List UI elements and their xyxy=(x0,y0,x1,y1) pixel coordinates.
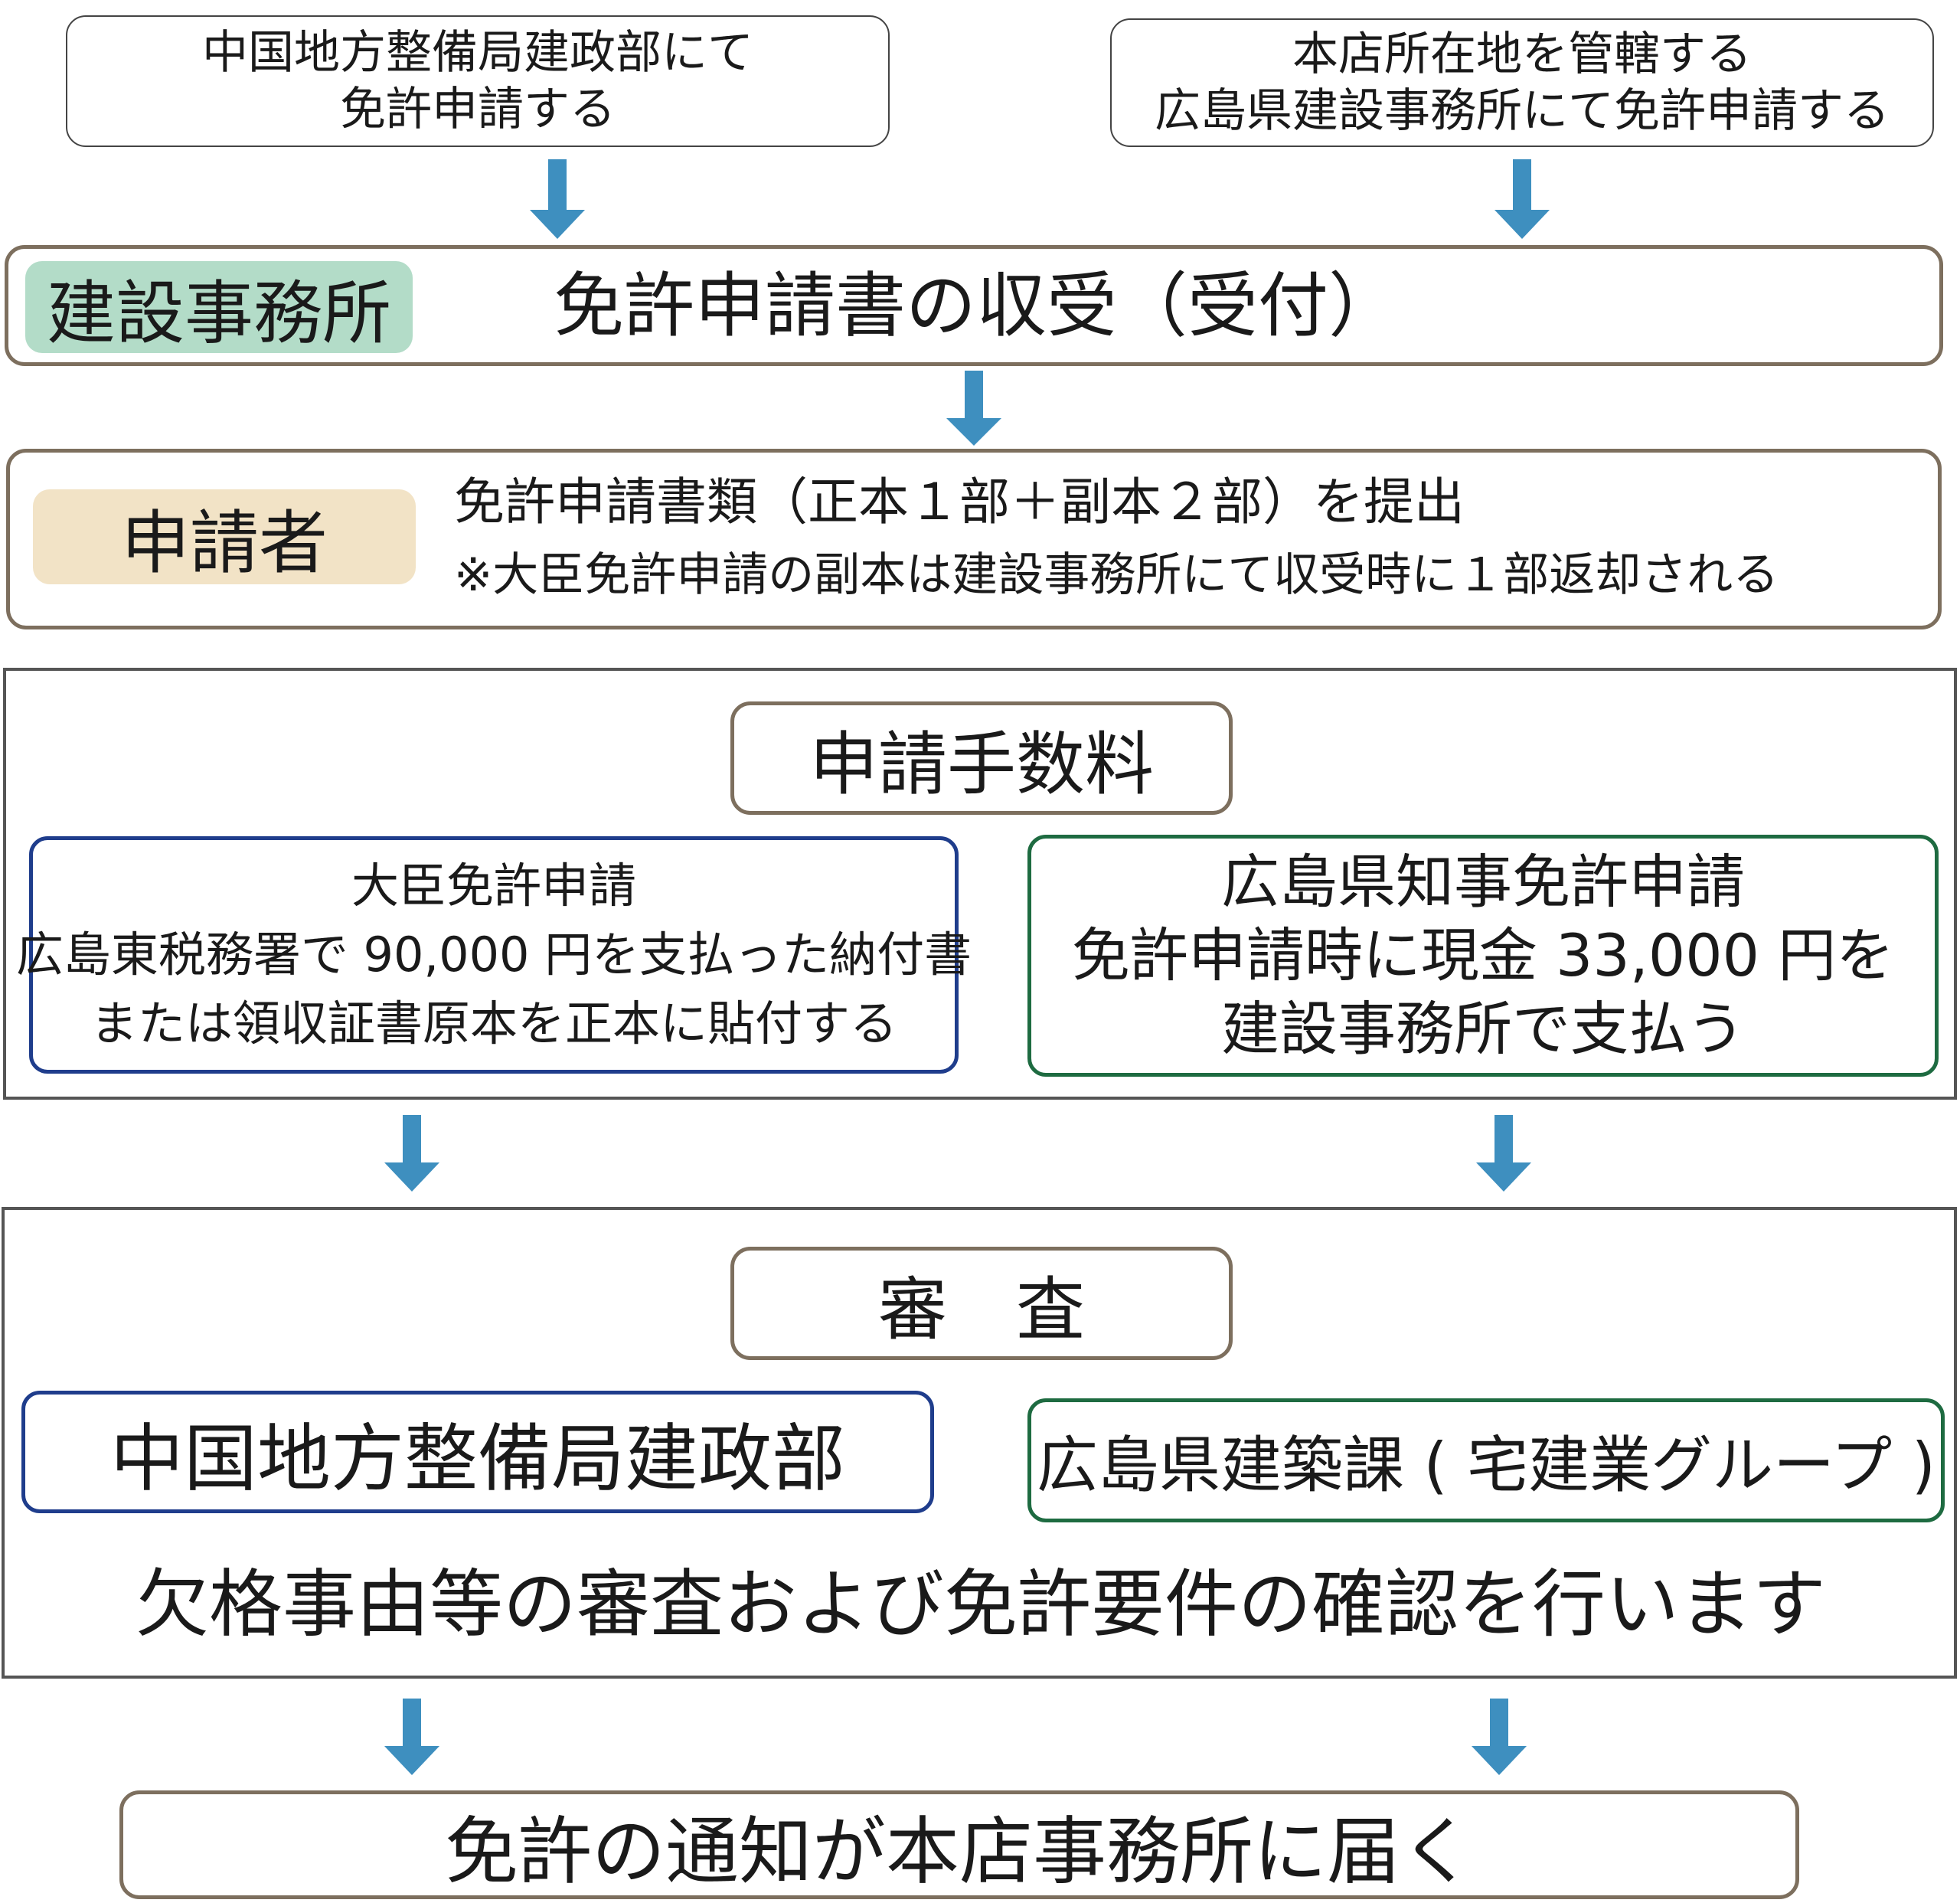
prefecture-application-line-2: 広島県建設事務所にて免許申請する xyxy=(1155,84,1890,138)
review-title-box: 審 査 xyxy=(730,1247,1233,1360)
down-arrow-icon xyxy=(530,159,585,239)
applicant-note-text: ※大臣免許申請の副本は建設事務所にて収受時に１部返却される xyxy=(454,548,1779,602)
fee-section: 申請手数料 大臣免許申請 広島東税務署で 90,000 円を支払った納付書 また… xyxy=(3,668,1957,1100)
governor-fee-line-1: 広島県知事免許申請 xyxy=(1221,848,1745,916)
construction-office-tag-label: 建設事務所 xyxy=(47,273,391,354)
national-application-line-2: 免許申請する xyxy=(340,83,616,136)
governor-fee-line-2: 免許申請時に現金 33,000 円を xyxy=(1071,921,1895,989)
applicant-tag: 申請者 xyxy=(33,489,416,584)
review-description: 欠格事由等の審査および免許要件の確認を行います xyxy=(136,1561,1826,1647)
fee-title: 申請手数料 xyxy=(809,724,1154,805)
prefecture-application-box: 本店所在地を管轄する 広島県建設事務所にて免許申請する xyxy=(1110,18,1934,147)
minister-fee-box: 大臣免許申請 広島東税務署で 90,000 円を支払った納付書 または領収証書原… xyxy=(16,836,972,1074)
review-description-row: 欠格事由等の審査および免許要件の確認を行います xyxy=(5,1544,1957,1651)
national-review-office: 中国地方整備局建政部 xyxy=(110,1415,845,1502)
prefecture-review-office: 広島県建築課 ( 宅建業グループ ) xyxy=(1037,1430,1936,1501)
down-arrow-icon xyxy=(1494,159,1550,239)
governor-fee-line-3: 建設事務所で支払う xyxy=(1221,995,1745,1063)
national-application-line-1: 中国地方整備局建政部にて xyxy=(202,26,753,80)
down-arrow-icon xyxy=(946,371,1001,446)
down-arrow-icon xyxy=(1472,1699,1527,1775)
applicant-tag-label: 申請者 xyxy=(121,503,328,584)
national-review-office-box: 中国地方整備局建政部 xyxy=(21,1391,934,1513)
down-arrow-icon xyxy=(384,1115,439,1192)
license-notification-box: 免許の通知が本店事務所に届く xyxy=(119,1790,1799,1899)
applicant-box: 申請者 免許申請書類（正本１部＋副本２部）を提出 ※大臣免許申請の副本は建設事務… xyxy=(6,449,1942,629)
governor-fee-box: 広島県知事免許申請 免許申請時に現金 33,000 円を 建設事務所で支払う xyxy=(1027,835,1939,1077)
national-application-box: 中国地方整備局建政部にて 免許申請する xyxy=(66,15,890,147)
minister-fee-line-3: または領収証書原本を正本に貼付する xyxy=(90,996,897,1051)
construction-office-tag: 建設事務所 xyxy=(25,261,413,354)
review-title: 審 査 xyxy=(878,1270,1085,1350)
reception-box: 建設事務所 免許申請書の収受（受付） xyxy=(5,245,1943,366)
minister-fee-line-1: 大臣免許申請 xyxy=(351,858,636,914)
reception-text: 免許申請書の収受（受付） xyxy=(554,265,1400,347)
license-notification-text: 免許の通知が本店事務所に届く xyxy=(445,1808,1474,1895)
minister-fee-line-2: 広島東税務署で 90,000 円を支払った納付書 xyxy=(15,927,972,983)
down-arrow-icon xyxy=(384,1699,439,1775)
down-arrow-icon xyxy=(1476,1115,1531,1192)
applicant-submission-text: 免許申請書類（正本１部＋副本２部）を提出 xyxy=(454,472,1465,531)
fee-title-box: 申請手数料 xyxy=(730,701,1233,815)
prefecture-application-line-1: 本店所在地を管轄する xyxy=(1292,28,1752,81)
review-section: 審 査 中国地方整備局建政部 広島県建築課 ( 宅建業グループ ) 欠格事由等の… xyxy=(2,1207,1957,1679)
prefecture-review-office-box: 広島県建築課 ( 宅建業グループ ) xyxy=(1027,1398,1945,1522)
